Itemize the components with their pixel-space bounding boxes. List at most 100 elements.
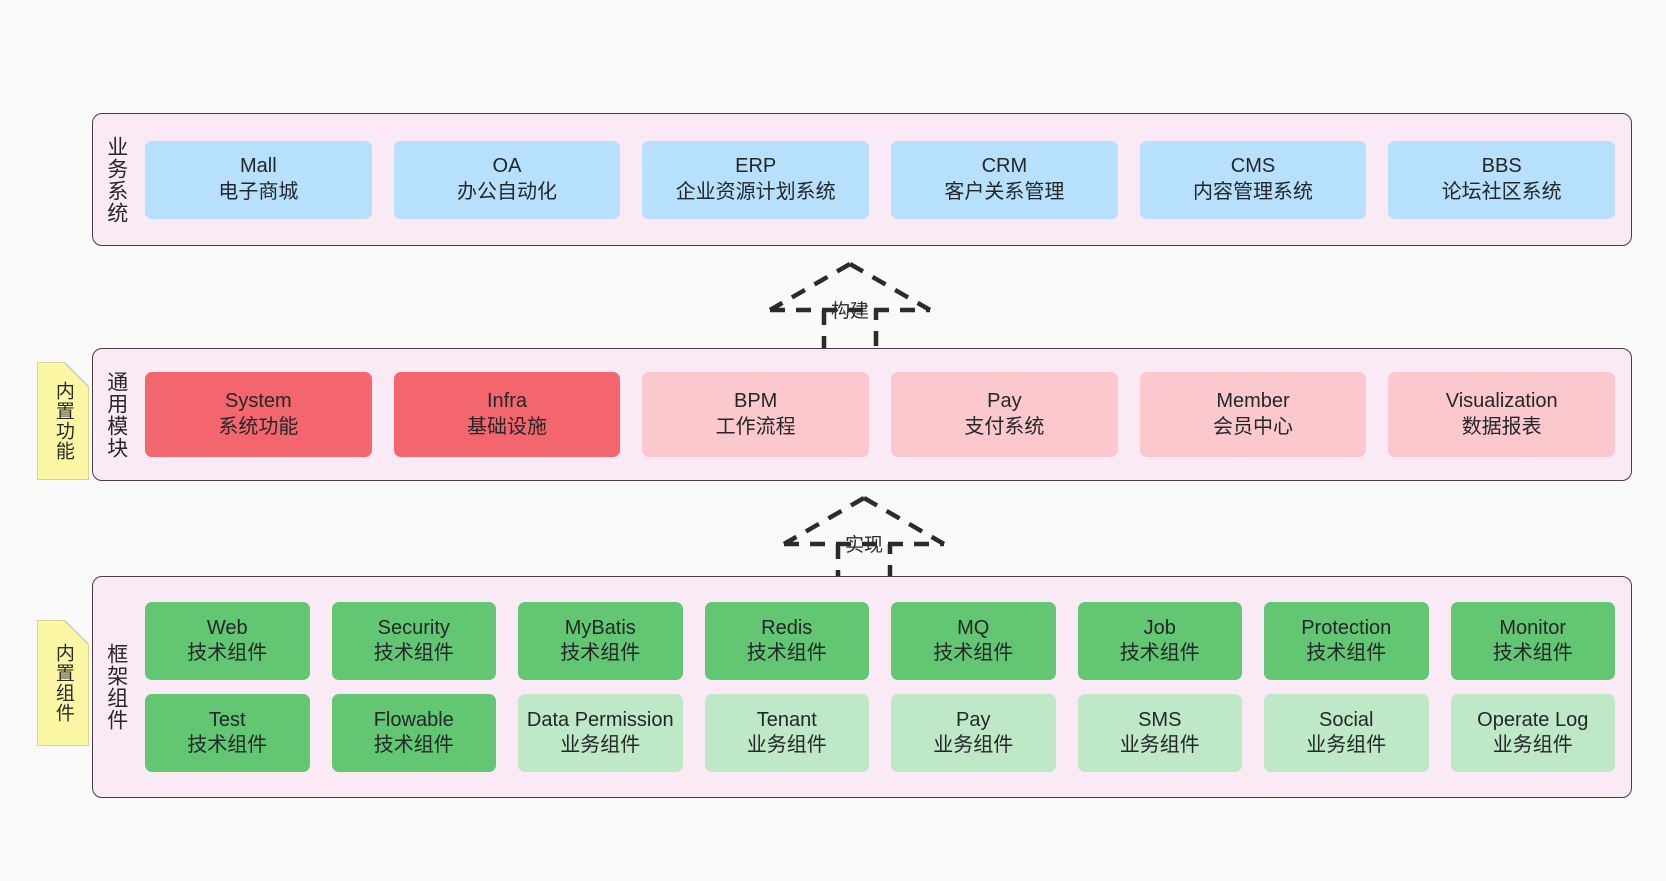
- box-name: Pay: [987, 390, 1022, 413]
- box-name: Monitor: [1499, 616, 1567, 639]
- note-builtin-components: 内置组件: [37, 620, 89, 746]
- box-desc: 技术组件: [1306, 642, 1387, 664]
- box-desc: 数据报表: [1461, 415, 1542, 438]
- box-desc: 支付系统: [964, 415, 1045, 438]
- box-name: Flowable: [373, 708, 454, 731]
- box-name: Social: [1319, 708, 1374, 731]
- box-name: Mall: [240, 155, 277, 178]
- layer-business-systems-title: 业务系统: [104, 135, 128, 224]
- box-desc: 系统功能: [218, 415, 299, 438]
- box-desc: 内容管理系统: [1193, 180, 1314, 203]
- box-desc: 会员中心: [1213, 415, 1294, 438]
- box-desc: 办公自动化: [457, 180, 557, 203]
- connector-build-glyph: [768, 262, 932, 357]
- box-desc: 业务组件: [1492, 734, 1573, 756]
- box-name: CRM: [981, 155, 1028, 178]
- box-name: ERP: [735, 155, 777, 178]
- box-name: Security: [377, 616, 450, 639]
- layer-framework-components-title: 框架组件: [104, 643, 128, 731]
- framework-component-social[interactable]: Social 业务组件: [1264, 694, 1429, 772]
- framework-component-sms[interactable]: SMS 业务组件: [1077, 694, 1242, 772]
- box-desc: 业务组件: [933, 734, 1014, 756]
- box-desc: 电子商城: [218, 180, 299, 203]
- box-desc: 技术组件: [373, 642, 454, 664]
- framework-component-security[interactable]: Security 技术组件: [331, 602, 496, 680]
- box-name: System: [224, 390, 292, 413]
- framework-component-pay[interactable]: Pay 业务组件: [891, 694, 1056, 772]
- box-name: SMS: [1138, 708, 1182, 731]
- note-builtin-features: 内置功能: [37, 362, 89, 480]
- box-desc: 技术组件: [373, 734, 454, 756]
- connector-implement-label: 实现: [844, 535, 884, 556]
- box-desc: 技术组件: [746, 642, 827, 664]
- box-name: Pay: [956, 708, 991, 731]
- box-name: Protection: [1301, 616, 1392, 639]
- box-name: Infra: [486, 390, 528, 413]
- framework-component-monitor[interactable]: Monitor 技术组件: [1450, 602, 1615, 680]
- note-builtin-components-label: 内置组件: [52, 643, 74, 723]
- connector-implement-arrow: 实现: [774, 492, 954, 592]
- box-desc: 工作流程: [715, 415, 796, 438]
- box-desc: 客户关系管理: [944, 180, 1065, 203]
- framework-component-redis[interactable]: Redis 技术组件: [704, 602, 869, 680]
- box-desc: 技术组件: [187, 642, 268, 664]
- box-name: OA: [492, 155, 522, 178]
- note-builtin-features-label: 内置功能: [52, 381, 74, 461]
- box-name: Tenant: [756, 708, 817, 731]
- box-desc: 技术组件: [1119, 642, 1200, 664]
- box-name: Data Permission: [526, 708, 674, 731]
- box-desc: 技术组件: [933, 642, 1014, 664]
- box-name: CMS: [1230, 155, 1276, 178]
- box-desc: 企业资源计划系统: [675, 180, 836, 203]
- box-desc: 业务组件: [1306, 734, 1387, 756]
- box-desc: 业务组件: [746, 734, 827, 756]
- box-name: Member: [1216, 390, 1290, 413]
- box-name: Redis: [761, 616, 813, 639]
- box-desc: 业务组件: [560, 734, 641, 756]
- framework-component-protection[interactable]: Protection 技术组件: [1264, 602, 1429, 680]
- framework-component-tenant[interactable]: Tenant 业务组件: [704, 694, 869, 772]
- box-name: Visualization: [1445, 390, 1558, 413]
- box-name: Test: [208, 708, 246, 731]
- connector-build-label: 构建: [830, 301, 870, 322]
- layer-common-modules-title: 通用模块: [104, 370, 128, 459]
- framework-component-flowable[interactable]: Flowable 技术组件: [331, 694, 496, 772]
- box-desc: 技术组件: [1492, 642, 1573, 664]
- connector-build-arrow: 构建: [760, 258, 940, 358]
- box-desc: 技术组件: [560, 642, 641, 664]
- connector-implement-glyph: [782, 496, 946, 591]
- box-desc: 业务组件: [1119, 734, 1200, 756]
- box-name: BPM: [734, 390, 778, 413]
- framework-component-data-permission[interactable]: Data Permission 业务组件: [518, 694, 683, 772]
- box-name: BBS: [1481, 155, 1522, 178]
